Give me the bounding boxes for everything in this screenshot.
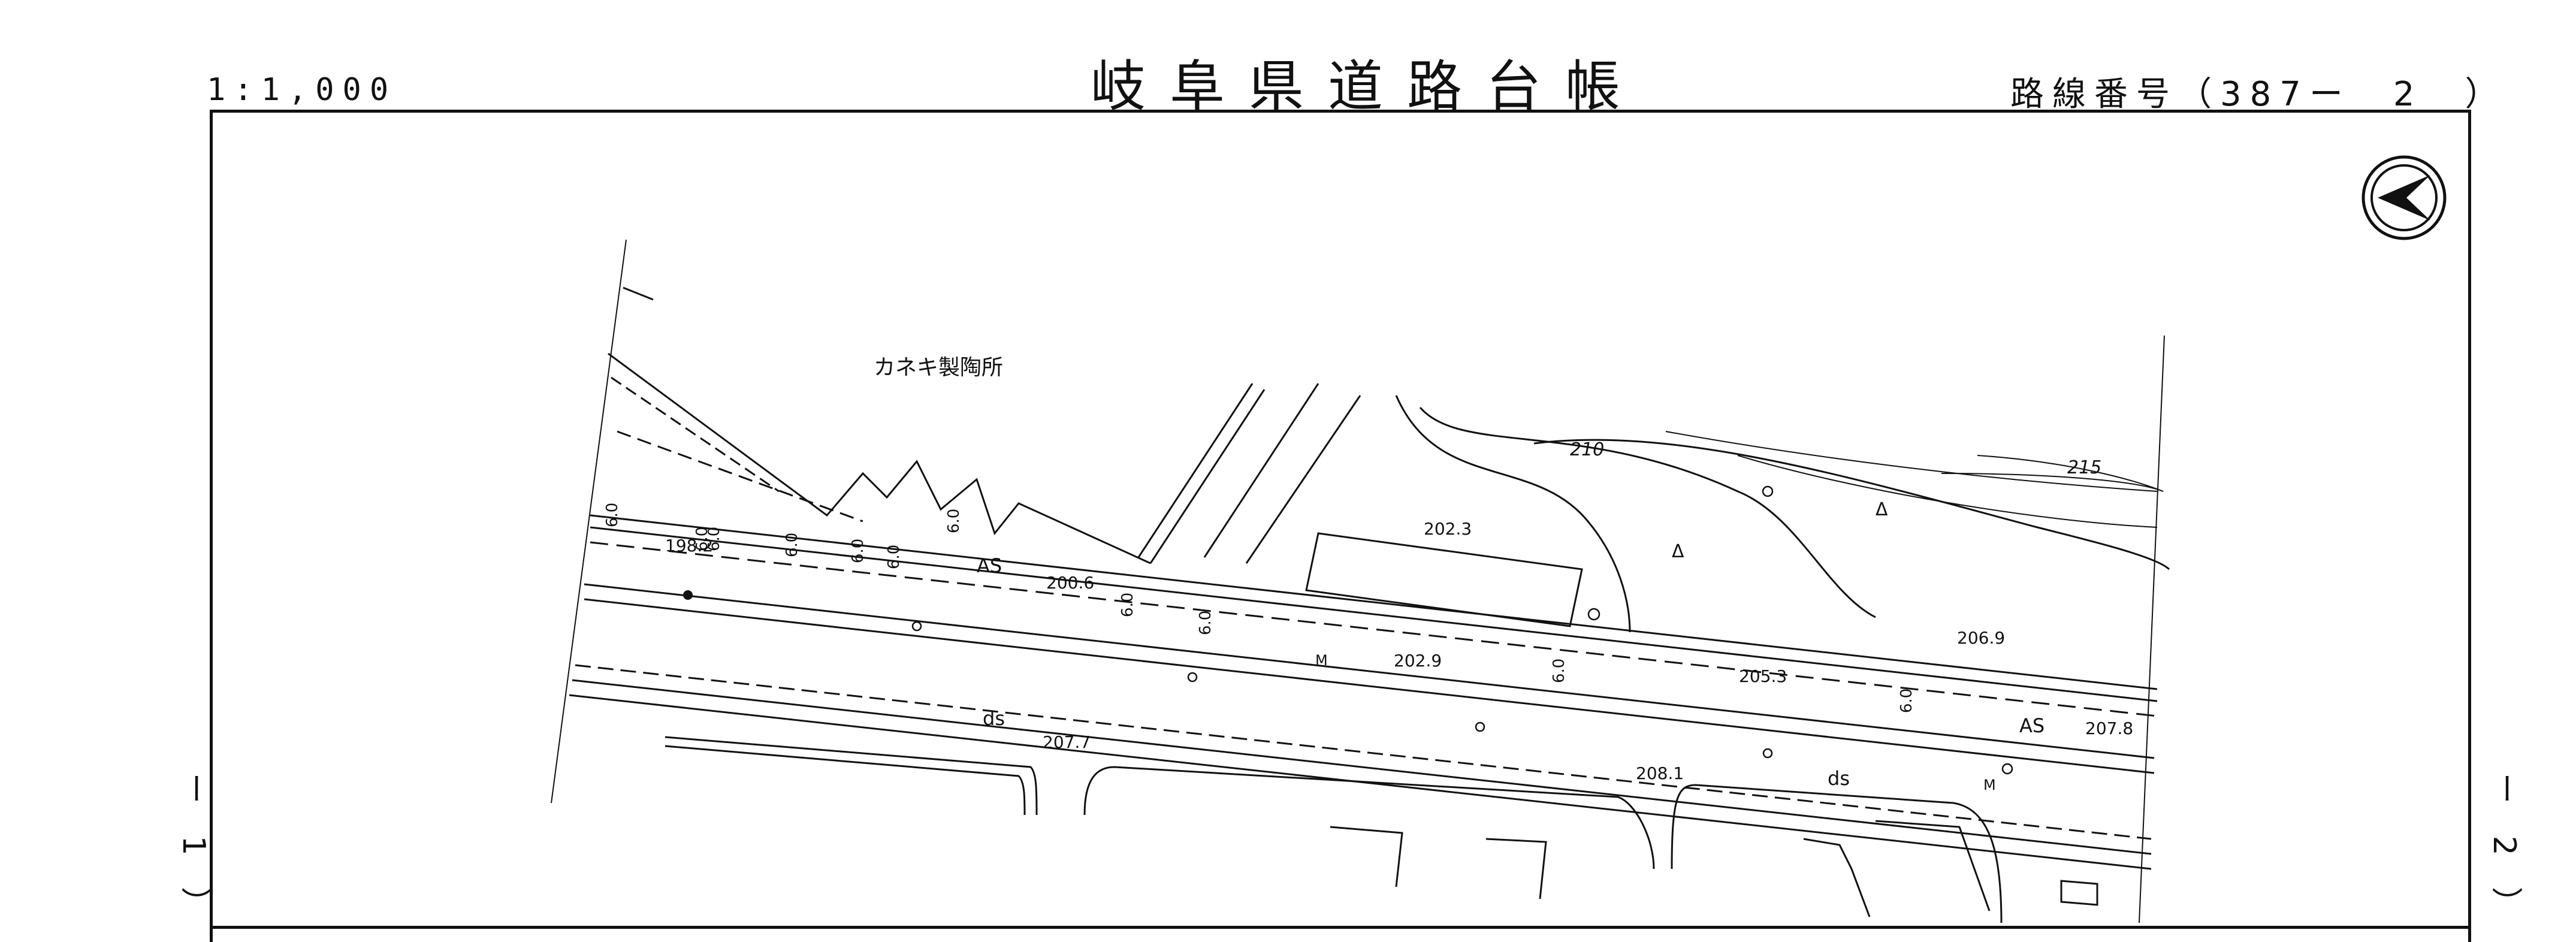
point-marker	[1187, 672, 1198, 683]
triangulation-mark: Δ	[1876, 499, 1888, 520]
point-marker	[1762, 748, 1773, 759]
spot-height-label: 202.9	[1394, 651, 1442, 671]
spot-height-label: 202.3	[1424, 519, 1472, 539]
surface-label: ds	[1828, 767, 1850, 790]
spot-height-label: 206.9	[1957, 628, 2005, 648]
point-marker	[2001, 763, 2013, 775]
north-arrow-icon	[2361, 155, 2447, 240]
surface-label: ds	[983, 707, 1005, 730]
road-width-label: 6.0	[705, 527, 723, 551]
spot-height-label: 207.8	[2085, 718, 2133, 738]
map-scale: 1:1,000	[207, 72, 397, 108]
spot-height-label: 198.2	[665, 536, 713, 555]
route-number: 路線番号（387ー 2 ）	[2010, 75, 2507, 114]
road-width-label: 6.0	[1119, 593, 1137, 617]
spot-height-label: 200.6	[1046, 573, 1094, 593]
point-marker	[1762, 485, 1774, 497]
spot-height-label: 207.7	[1043, 732, 1091, 752]
point-marker	[911, 621, 922, 632]
surface-label: AS	[977, 554, 1002, 577]
road-width-label: 6.0	[603, 503, 621, 527]
road-width-label: 6.0	[885, 545, 903, 569]
road-width-label: 6.0	[693, 527, 711, 551]
road-width-label: 6.0	[945, 509, 963, 533]
surface-label: AS	[2019, 714, 2045, 737]
contour-label: 210	[1570, 439, 1604, 460]
point-marker	[1587, 608, 1600, 621]
road-width-label: 6.0	[1550, 659, 1568, 683]
road-width-label: 6.0	[783, 533, 801, 557]
sheet-index-left: ー 1 ）	[176, 773, 212, 929]
map-frame-divider	[210, 926, 2471, 929]
landmark-label: カネキ製陶所	[874, 355, 1003, 380]
manhole-label: M	[1983, 777, 1996, 793]
road-width-label: 6.0	[1898, 689, 1916, 713]
spot-height-label: 208.1	[1636, 763, 1684, 783]
point-marker	[1475, 721, 1485, 732]
page-title: 岐阜県道路台帳	[1091, 55, 1645, 119]
map-frame	[210, 110, 2471, 942]
benchmark-marker	[683, 590, 693, 600]
sheet-index-right: ー 2 ）	[2486, 773, 2522, 929]
road-width-label: 6.0	[849, 539, 867, 563]
manhole-label: M	[1315, 652, 1328, 669]
triangulation-mark: Δ	[1672, 541, 1684, 562]
road-width-label: 6.0	[1197, 611, 1215, 635]
contour-label: 215	[2067, 457, 2101, 478]
spot-height-label: 205.3	[1739, 666, 1787, 686]
